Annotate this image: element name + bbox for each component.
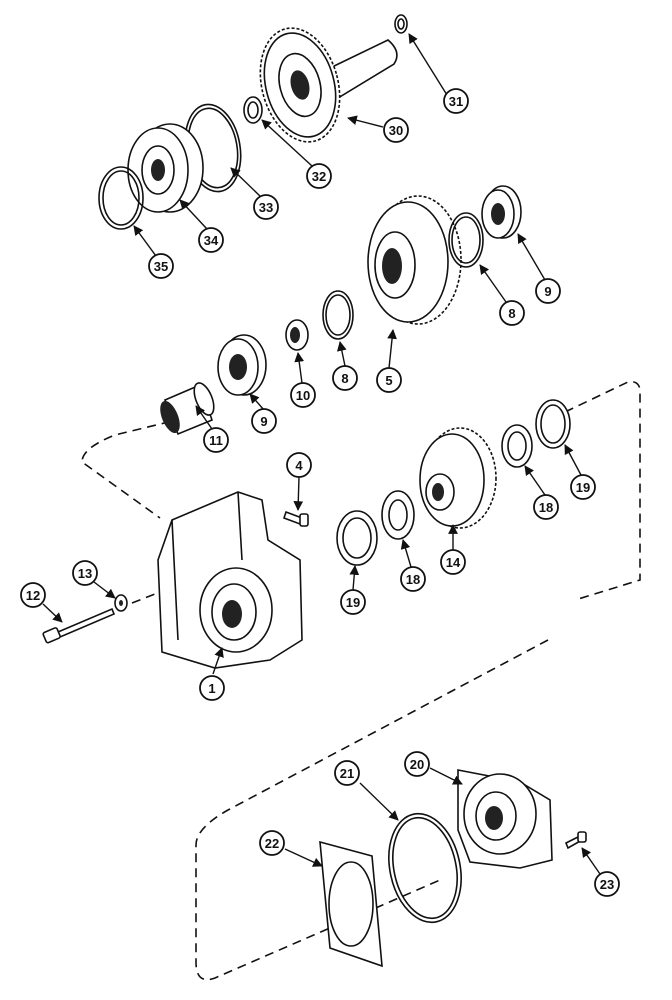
snap-ring-part-8-left [322, 290, 354, 340]
washer-part-13 [114, 594, 128, 612]
gear-with-shaft-part-30 [259, 27, 398, 143]
callout-label: 4 [295, 458, 303, 473]
callout-label: 20 [410, 757, 424, 772]
callout-32: 32 [306, 163, 332, 189]
roller-bearing-part-18-right [501, 424, 533, 468]
callout-9-left: 9 [251, 408, 277, 434]
callout-label: 19 [576, 480, 590, 495]
bearing-cup-part-19-right [535, 399, 571, 449]
callout-13: 13 [72, 560, 98, 586]
washer-part-32 [243, 96, 263, 124]
callout-label: 32 [312, 169, 326, 184]
callout-18-right: 18 [533, 494, 559, 520]
bearing-part-9-left [217, 334, 267, 396]
callout-label: 5 [385, 373, 392, 388]
bushing-part-10 [285, 319, 309, 351]
callout-label: 18 [539, 500, 553, 515]
callout-22: 22 [259, 830, 285, 856]
callout-label: 19 [346, 595, 360, 610]
callout-8-left: 8 [332, 365, 358, 391]
snap-ring-part-8-right [448, 212, 484, 268]
o-ring-part-21 [388, 812, 462, 924]
callout-19-left: 19 [340, 589, 366, 615]
assembly-guide-line [131, 591, 161, 604]
callout-label: 21 [340, 766, 354, 781]
callout-label: 23 [600, 877, 614, 892]
gear-part-5 [367, 195, 462, 325]
callout-34: 34 [198, 227, 224, 253]
callout-11: 11 [203, 427, 229, 453]
callout-31: 31 [443, 88, 469, 114]
callout-label: 13 [78, 566, 92, 581]
bearing-part-9-right [481, 185, 522, 239]
bearing-part-34 [127, 123, 204, 213]
callout-label: 22 [265, 836, 279, 851]
bolt-part-23 [564, 831, 587, 850]
cover-part-20 [457, 769, 553, 869]
housing-part-1 [157, 491, 303, 669]
assembly-guide-line [195, 639, 549, 981]
callout-label: 12 [26, 588, 40, 603]
small-ring-part-31 [394, 14, 408, 34]
callout-label: 35 [154, 259, 168, 274]
callout-20: 20 [404, 751, 430, 777]
callout-label: 34 [204, 233, 219, 248]
callout-10: 10 [290, 382, 316, 408]
snap-ring-part-35 [98, 166, 144, 230]
callout-1: 1 [199, 675, 225, 701]
callout-23: 23 [594, 871, 620, 897]
callout-5: 5 [376, 367, 402, 393]
bearing-cup-part-19-left [336, 510, 378, 566]
assembly-guide-line [564, 380, 641, 601]
callout-label: 14 [446, 555, 461, 570]
callout-label: 8 [341, 371, 348, 386]
callout-19-right: 19 [570, 474, 596, 500]
callout-label: 18 [406, 572, 420, 587]
callout-12: 12 [20, 582, 46, 608]
gasket-part-22 [319, 840, 383, 968]
callout-label: 10 [296, 388, 310, 403]
callout-label: 31 [449, 94, 463, 109]
callout-label: 1 [208, 681, 215, 696]
bolt-part-4 [282, 510, 309, 527]
long-bolt-part-12 [42, 607, 116, 644]
callout-35: 35 [148, 253, 174, 279]
callout-9-right: 9 [535, 278, 561, 304]
leader-lines [42, 33, 601, 875]
callout-label: 11 [209, 433, 223, 448]
callout-label: 8 [508, 306, 515, 321]
callout-label: 9 [544, 284, 551, 299]
callout-33: 33 [253, 194, 279, 220]
callout-21: 21 [334, 760, 360, 786]
roller-bearing-part-18-left [381, 490, 415, 540]
callout-18-left: 18 [400, 566, 426, 592]
assembly-guide-line [81, 417, 186, 519]
callout-14: 14 [440, 549, 466, 575]
callout-label: 9 [260, 414, 267, 429]
callout-label: 33 [259, 200, 273, 215]
callout-8-right: 8 [499, 300, 525, 326]
callout-4: 4 [286, 452, 312, 478]
callout-label: 30 [389, 123, 403, 138]
gear-part-14 [419, 427, 497, 529]
callout-30: 30 [383, 117, 409, 143]
pin-part-11 [160, 382, 215, 436]
